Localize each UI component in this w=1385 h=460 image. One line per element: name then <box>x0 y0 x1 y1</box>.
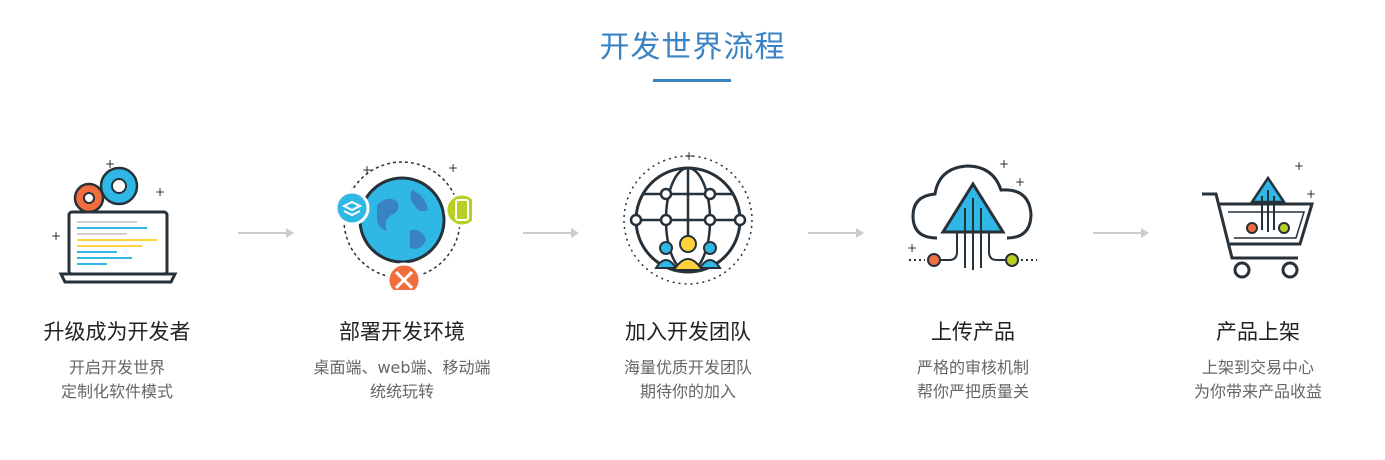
step-title: 部署开发环境 <box>339 320 465 344</box>
step-title: 上传产品 <box>931 320 1015 344</box>
step-description: 严格的审核机制 帮你严把质量关 <box>916 358 1029 401</box>
step-description: 桌面端、web端、移动端 统统玩转 <box>313 358 491 401</box>
svg-text:+: + <box>1294 159 1304 173</box>
title-underline <box>653 79 731 82</box>
step-description: 开启开发世界 定制化软件模式 <box>60 358 173 401</box>
svg-text:+: + <box>105 157 115 171</box>
step-title: 升级成为开发者 <box>43 320 191 344</box>
step-description: 海量优质开发团队 期待你的加入 <box>623 358 752 401</box>
laptop-gears-icon: + + + <box>51 157 178 284</box>
svg-text:+: + <box>1015 175 1025 189</box>
arrow-right-icon <box>523 228 579 238</box>
cart-upload-icon: + + <box>1202 159 1316 279</box>
svg-text:+: + <box>684 150 694 163</box>
svg-text:+: + <box>155 185 165 199</box>
arrow-right-icon <box>808 228 864 238</box>
arrow-right-icon <box>238 228 294 238</box>
svg-text:+: + <box>999 157 1009 171</box>
page-title: 开发世界流程 <box>599 30 786 65</box>
svg-text:+: + <box>362 163 372 177</box>
globe-devices-icon: + + <box>334 161 472 290</box>
step-title: 加入开发团队 <box>625 320 751 344</box>
step-title: 产品上架 <box>1216 320 1300 344</box>
step-description: 上架到交易中心 为你带来产品收益 <box>1193 358 1322 401</box>
svg-text:+: + <box>448 161 458 175</box>
network-team-icon: + <box>623 150 753 285</box>
svg-text:+: + <box>51 229 61 243</box>
svg-text:+: + <box>1306 187 1316 201</box>
svg-text:+: + <box>907 241 917 255</box>
arrow-right-icon <box>1093 228 1149 238</box>
cloud-upload-icon: + + + <box>907 157 1037 270</box>
